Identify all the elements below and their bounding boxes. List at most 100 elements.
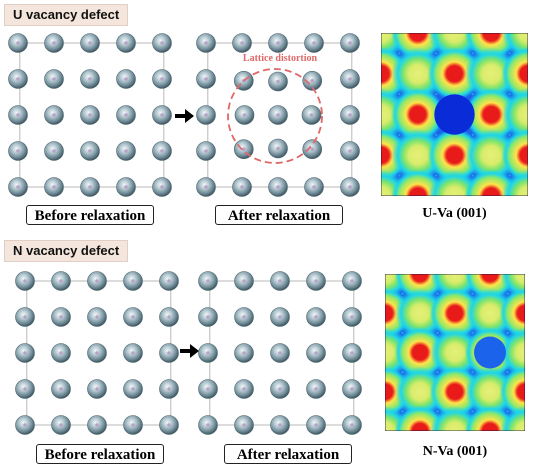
atom [340,141,360,161]
atom [8,141,28,161]
density-peak [501,128,528,182]
atom [342,379,362,399]
atom [8,69,28,89]
density-peak [501,47,528,101]
atom [268,105,288,125]
n-after-relaxation-label: After relaxation [224,444,352,464]
atom [152,105,172,125]
density-peak [428,47,481,101]
atom [51,271,71,291]
atom [306,307,326,327]
atom [87,271,107,291]
atom [270,307,290,327]
atom [234,343,254,363]
n-va-charge-map [385,274,525,431]
atom [342,271,362,291]
density-peak [499,327,525,378]
atom [51,415,71,435]
atom [234,271,254,291]
density-peak [391,128,445,182]
atom [152,33,172,53]
atom [87,379,107,399]
n-before-relaxation-label: Before relaxation [36,444,164,464]
atom [232,177,252,197]
atom [198,271,218,291]
atom [304,177,324,197]
density-peak [499,288,525,339]
atom [51,343,71,363]
atom [80,33,100,53]
atom [116,69,136,89]
atom [159,379,179,399]
density-peak [429,327,481,378]
density-peak [394,366,446,417]
u-va-charge-map [381,33,528,196]
atom [270,271,290,291]
atom [152,177,172,197]
atom [268,177,288,197]
density-peak [428,128,481,182]
atom [196,69,216,89]
atom [268,71,288,92]
density-peak [501,169,528,196]
atom [232,33,252,53]
atom [306,343,326,363]
atom [51,307,71,327]
atom [87,415,107,435]
atom [340,105,360,125]
density-peak [464,128,518,182]
atom [159,271,179,291]
atom [116,105,136,125]
atom [234,105,255,125]
atom [304,33,324,53]
atom [116,177,136,197]
atom [80,177,100,197]
u-before-lattice [8,33,172,197]
atom [342,343,362,363]
atom [268,33,288,53]
right-arrow-icon [180,344,199,358]
atom [340,69,360,89]
n-vacancy-title: N vacancy defect [4,240,129,262]
atom [123,271,143,291]
atom [87,343,107,363]
density-peak [429,288,481,339]
atom [196,177,216,197]
atom [15,343,35,363]
atom [270,415,290,435]
density-peak [464,366,516,417]
atom [234,415,254,435]
atom [159,307,179,327]
atom [80,105,100,125]
atom [306,415,326,435]
atom [198,379,218,399]
atom [15,307,35,327]
density-peak [499,366,525,417]
density-peak [501,88,528,141]
atom [15,271,35,291]
u-before-relaxation-label: Before relaxation [26,205,154,225]
n-before-lattice [15,271,179,435]
atom [80,141,100,161]
atom [152,69,172,89]
n-va-caption: N-Va (001) [422,444,488,459]
atom [270,379,290,399]
atom [234,307,254,327]
u-after-lattice [196,33,360,197]
atom [270,343,290,363]
atom [342,307,362,327]
n-vacancy-figure [15,271,525,435]
right-arrow-icon [175,109,194,123]
u-after-relaxation-label: After relaxation [215,205,343,225]
atom [198,343,218,363]
atom [234,379,254,399]
atom [123,343,143,363]
atom [44,69,64,89]
atom [301,105,322,125]
atom [268,138,288,159]
atom [152,141,172,161]
atom [87,307,107,327]
density-peak [464,88,518,141]
atom [80,69,100,89]
atom [159,343,179,363]
